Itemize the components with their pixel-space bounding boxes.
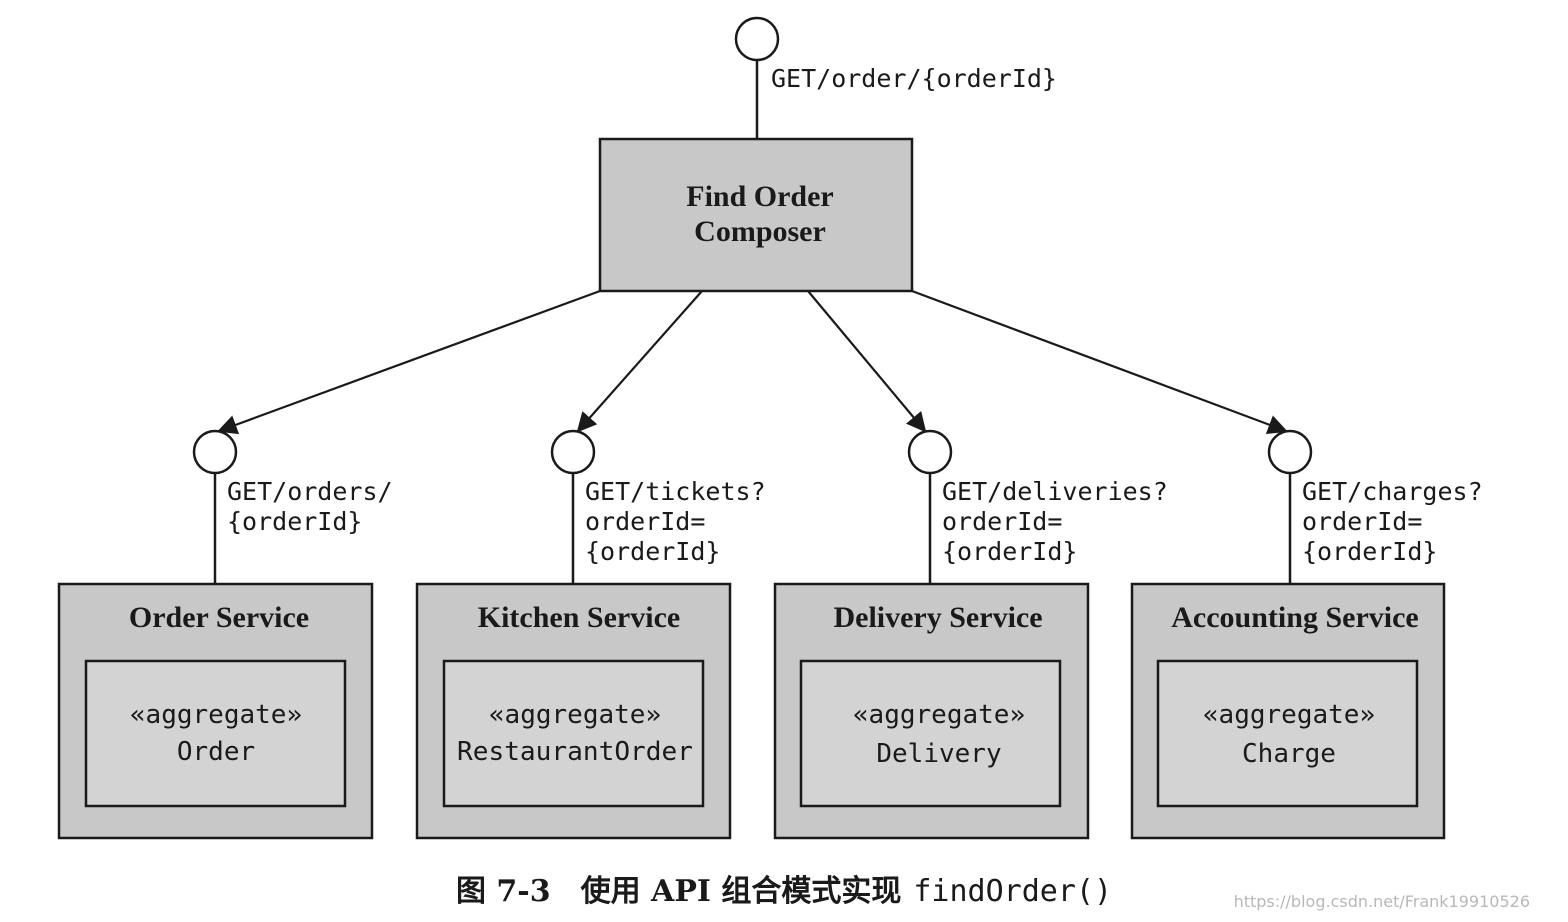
delivery-service-title: Delivery Service — [833, 601, 1042, 634]
kitchen-service-interface-lollipop — [550, 429, 596, 475]
composer-endpoint-label: GET/order/{orderId} — [771, 64, 1057, 93]
order-aggregate-name: Order — [177, 737, 255, 767]
delivery-aggregate-stereotype: «aggregate» — [853, 700, 1025, 730]
find-order-composer: Find Order Composer — [598, 137, 914, 293]
arrow-to-delivery-service — [807, 290, 927, 433]
arrow-to-order-service — [217, 289, 601, 435]
kitchen-service-title: Kitchen Service — [478, 601, 680, 634]
accounting-service-endpoint-line1: GET/charges? — [1302, 477, 1483, 506]
accounting-service: GET/charges? orderId= {orderId} Accounti… — [1130, 429, 1483, 840]
order-aggregate-box — [84, 659, 347, 808]
kitchen-service-endpoint-line2: orderId= — [585, 507, 705, 536]
composer-interface: GET/order/{orderId} — [734, 16, 1057, 139]
delivery-service-endpoint-line1: GET/deliveries? — [942, 477, 1168, 506]
accounting-service-endpoint-line2: orderId= — [1302, 507, 1422, 536]
order-service-endpoint-line1: GET/orders/ — [227, 477, 393, 506]
kitchen-service-endpoint-line1: GET/tickets? — [585, 477, 766, 506]
watermark: https://blog.csdn.net/Frank19910526 — [1233, 892, 1530, 911]
charge-aggregate-stereotype: «aggregate» — [1203, 700, 1375, 730]
composer-interface-lollipop — [734, 16, 780, 62]
kitchen-service: GET/tickets? orderId= {orderId} Kitchen … — [415, 429, 766, 840]
restaurant-order-aggregate-box — [442, 659, 705, 808]
restaurant-order-aggregate-stereotype: «aggregate» — [489, 700, 661, 730]
accounting-service-endpoint-line3: {orderId} — [1302, 537, 1437, 566]
restaurant-order-aggregate-name: RestaurantOrder — [457, 737, 693, 767]
figure-caption: 图 7-3 使用 API 组合模式实现 findOrder() — [0, 866, 1568, 910]
order-aggregate-stereotype: «aggregate» — [130, 700, 302, 730]
figure-caption-text: 使用 API 组合模式实现 — [580, 874, 902, 909]
delivery-service-interface-lollipop — [907, 429, 953, 475]
composer-title-line1: Find Order — [686, 180, 834, 213]
charge-aggregate-name: Charge — [1242, 739, 1336, 769]
delivery-aggregate-box — [799, 659, 1062, 808]
order-service: GET/orders/ {orderId} Order Service «agg… — [57, 429, 393, 840]
order-service-interface-lollipop — [192, 429, 238, 475]
delivery-service-endpoint-line2: orderId= — [942, 507, 1062, 536]
composer-title-line2: Composer — [694, 215, 826, 248]
accounting-service-interface-lollipop — [1267, 429, 1313, 475]
order-service-title: Order Service — [129, 601, 309, 634]
kitchen-service-endpoint-line3: {orderId} — [585, 537, 720, 566]
figure-caption-code: findOrder() — [913, 874, 1113, 909]
accounting-service-title: Accounting Service — [1171, 601, 1418, 634]
delivery-service-endpoint-line3: {orderId} — [942, 537, 1077, 566]
composer-calls — [217, 289, 1288, 435]
arrow-to-kitchen-service — [576, 290, 703, 433]
delivery-aggregate-name: Delivery — [876, 739, 1001, 769]
charge-aggregate-box — [1156, 659, 1419, 808]
arrow-to-accounting-service — [911, 289, 1288, 435]
delivery-service: GET/deliveries? orderId= {orderId} Deliv… — [773, 429, 1168, 840]
composer-box — [598, 137, 914, 293]
order-service-endpoint-line2: {orderId} — [227, 507, 362, 536]
figure-caption-label: 图 7-3 — [455, 874, 551, 909]
